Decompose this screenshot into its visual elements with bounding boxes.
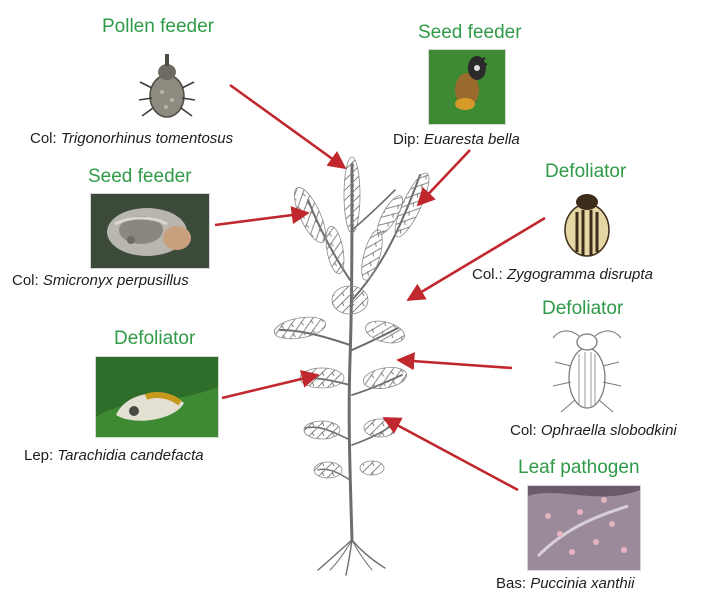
caption-seed-feeder-euaresta: Dip: Euaresta bella (393, 131, 520, 149)
order-abbrev: Col: (12, 272, 43, 289)
weevil-beetle-image (138, 52, 196, 120)
ophraella-beetle-drawing (545, 326, 629, 414)
role-label-seed-feeder-euaresta: Seed feeder (418, 22, 522, 44)
role-label-leaf-pathogen: Leaf pathogen (518, 457, 640, 479)
caption-defoliator-ophraella: Col: Ophraella slobodkini (510, 422, 677, 440)
arrow-seed-feeder-smicronyx (215, 213, 308, 225)
tarachidia-moth-photo (95, 356, 219, 438)
caption-pollen-feeder: Col: Trigonorhinus tomentosus (30, 130, 233, 148)
order-abbrev: Lep: (24, 447, 57, 464)
order-abbrev: Bas: (496, 575, 530, 592)
species-name: Ophraella slobodkini (541, 422, 677, 439)
role-label-defoliator-zygogramma: Defoliator (545, 161, 626, 183)
species-name: Zygogramma disrupta (507, 266, 653, 283)
rust-infected-leaf-photo (527, 485, 641, 571)
fruit-fly-photo (428, 49, 506, 125)
arrow-pollen-feeder (230, 85, 345, 168)
arrow-defoliator-ophraella (398, 360, 512, 368)
caption-leaf-pathogen: Bas: Puccinia xanthii (496, 575, 634, 593)
arrow-defoliator-zygogramma (408, 218, 545, 300)
caption-seed-feeder-smicronyx: Col: Smicronyx perpusillus (12, 272, 189, 290)
role-label-seed-feeder-smicronyx: Seed feeder (88, 166, 192, 188)
caption-defoliator-zygogramma: Col.: Zygogramma disrupta (472, 266, 653, 284)
species-name: Trigonorhinus tomentosus (61, 130, 233, 147)
smicronyx-weevil-photo (90, 193, 210, 269)
order-abbrev: Col.: (472, 266, 507, 283)
order-abbrev: Col: (510, 422, 541, 439)
species-name: Tarachidia candefacta (57, 447, 203, 464)
species-name: Smicronyx perpusillus (43, 272, 189, 289)
order-abbrev: Dip: (393, 131, 424, 148)
role-label-defoliator-ophraella: Defoliator (542, 298, 623, 320)
zygogramma-beetle-image (559, 190, 615, 260)
order-abbrev: Col: (30, 130, 61, 147)
arrow-defoliator-tarachidia (222, 375, 318, 398)
role-label-defoliator-tarachidia: Defoliator (114, 328, 195, 350)
role-label-pollen-feeder: Pollen feeder (102, 16, 214, 38)
plant-foliage (273, 157, 435, 478)
arrow-leaf-pathogen (384, 418, 518, 490)
caption-defoliator-tarachidia: Lep: Tarachidia candefacta (24, 447, 204, 465)
species-name: Puccinia xanthii (530, 575, 634, 592)
species-name: Euaresta bella (424, 131, 520, 148)
